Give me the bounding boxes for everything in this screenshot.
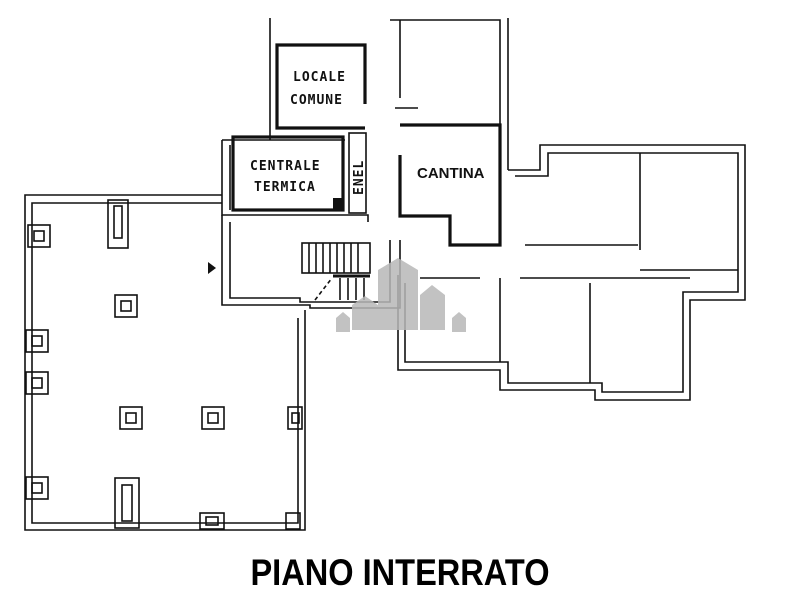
staircase: [301, 242, 371, 301]
right-wing-walls: [397, 144, 746, 401]
entrance-arrow-icon: [208, 262, 216, 274]
room-locale-comune: LOCALE COMUNE: [269, 18, 367, 140]
room-upper-right: [390, 18, 509, 170]
watermark-logo: [336, 258, 466, 332]
room-enel: ENEL: [348, 132, 367, 214]
room-cantina: CANTINA: [398, 123, 502, 247]
left-area-walls: [24, 194, 306, 531]
plan-title: PIANO INTERRATO: [250, 552, 550, 593]
centrale-termica-label-2: TERMICA: [254, 180, 316, 195]
room-centrale-termica: CENTRALE TERMICA: [222, 135, 345, 212]
pillars: [25, 199, 303, 530]
enel-label: ENEL: [352, 160, 367, 195]
locale-comune-label-1: LOCALE: [293, 70, 346, 85]
stair-block: [208, 140, 401, 309]
cantina-label: CANTINA: [417, 165, 485, 182]
locale-comune-label-2: COMUNE: [290, 93, 343, 108]
centrale-termica-label-1: CENTRALE: [250, 159, 321, 174]
